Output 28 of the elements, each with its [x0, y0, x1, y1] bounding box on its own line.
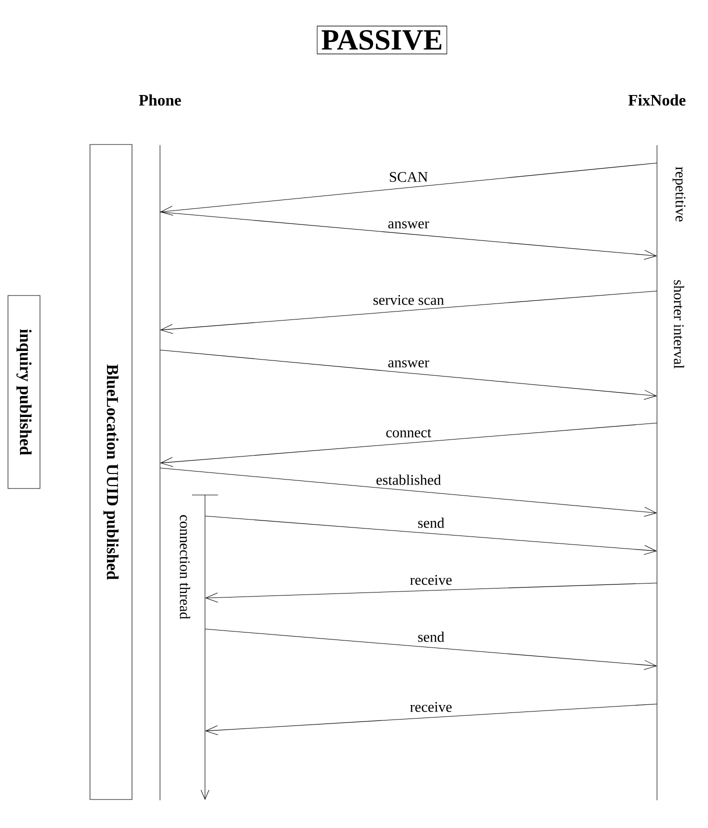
message-arrow: [204, 628, 657, 670]
thread-label: connection thread: [180, 515, 190, 620]
message-arrow: [160, 422, 658, 467]
edge-label: answer: [386, 359, 431, 369]
edge-label: receive: [408, 700, 454, 714]
edge-label: established: [374, 473, 442, 486]
edge-label: service scan: [372, 294, 446, 306]
edge-label: answer: [386, 220, 431, 230]
rotated-box: BlueLocation UUID published: [90, 144, 132, 800]
edge-label: receive: [408, 574, 454, 586]
message-arrow: [160, 468, 657, 517]
message-arrow: [205, 582, 658, 603]
edge-label: send: [416, 630, 446, 644]
message-arrow: [204, 516, 657, 555]
message-arrow: [160, 162, 658, 216]
message-arrow: [160, 212, 657, 260]
edge-label: connect: [384, 428, 433, 439]
message-arrow: [205, 704, 658, 736]
edge-label: send: [416, 516, 446, 530]
edge-label: SCAN: [388, 170, 430, 184]
message-arrow: [160, 290, 658, 334]
rotated-box: inquiry published: [8, 295, 40, 489]
interval-note: repetitive: [672, 166, 686, 222]
message-arrow: [160, 350, 657, 400]
interval-note: shorter interval: [674, 280, 684, 369]
lifeline-heading: Phone: [138, 94, 181, 106]
lifeline-heading: FixNode: [628, 94, 686, 106]
title-box: PASSIVE: [316, 26, 448, 54]
